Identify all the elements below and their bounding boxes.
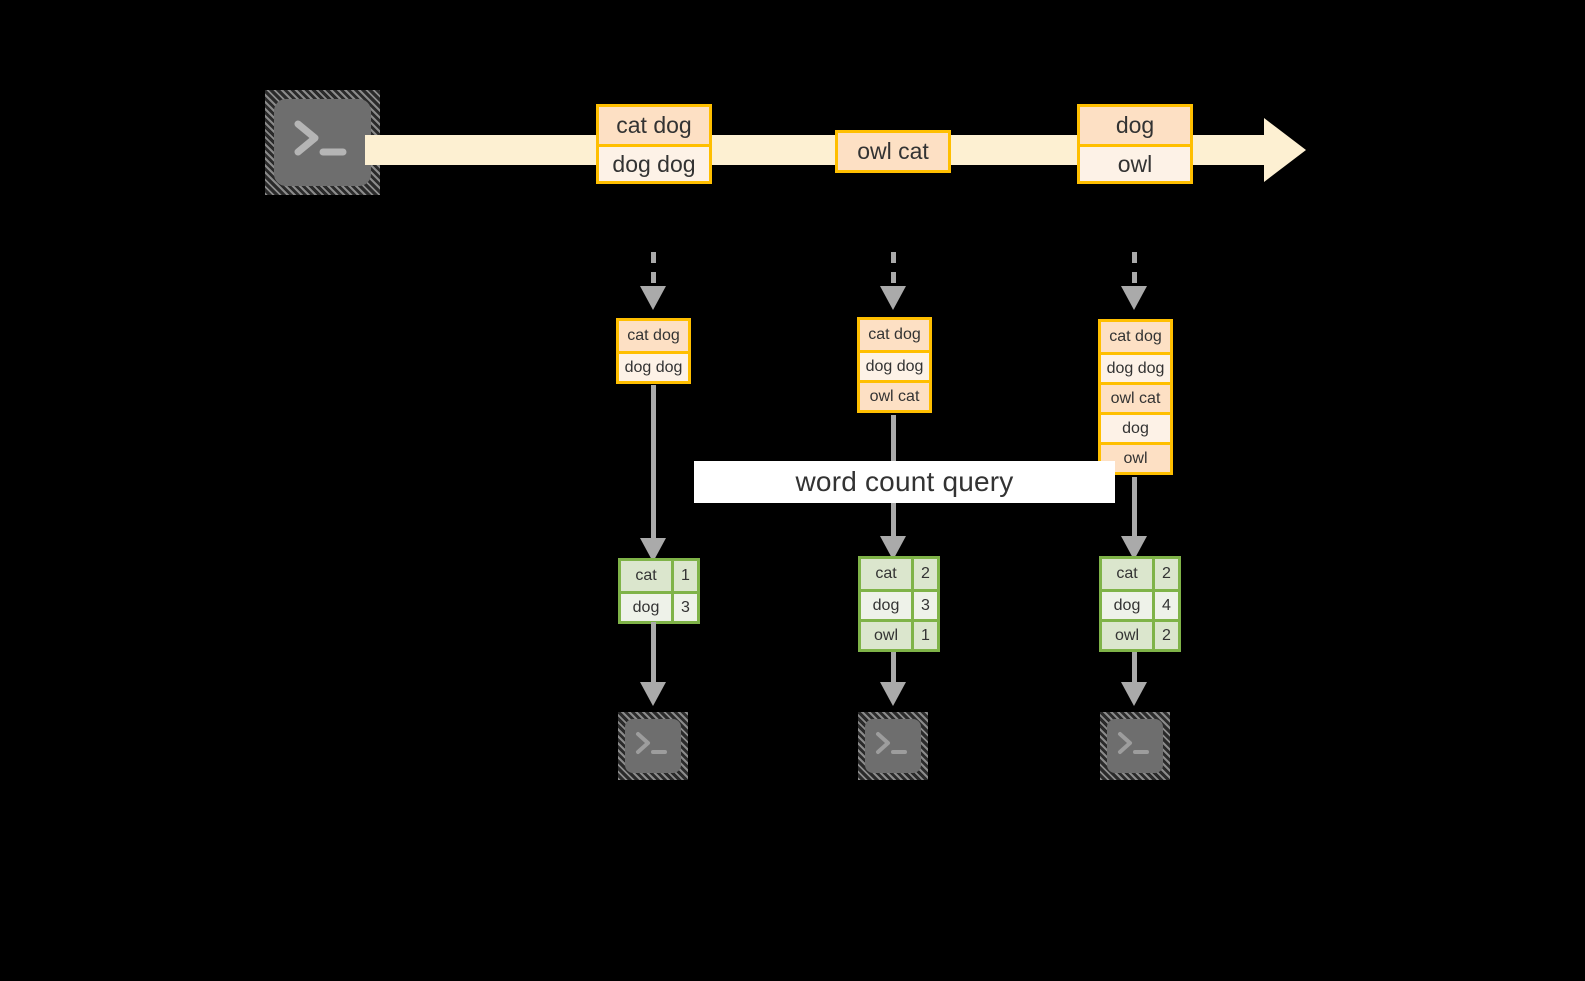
event-stream-arrow-head <box>1264 118 1306 182</box>
snapshot-2-sink-terminal-icon <box>858 712 928 780</box>
input-row: owl <box>1101 442 1170 472</box>
snapshot-1-sink-line <box>651 622 656 684</box>
result-word: owl <box>1102 622 1152 649</box>
terminal-prompt-icon <box>1118 732 1149 754</box>
snapshot-2-input-table: cat dog dog dog owl cat <box>857 317 932 413</box>
input-row: cat dog <box>1101 322 1170 352</box>
terminal-body <box>1107 719 1163 773</box>
result-word: cat <box>621 561 671 591</box>
table-row: cat 2 <box>1102 559 1178 589</box>
result-count: 2 <box>1152 622 1178 649</box>
stream-event-3: dog owl <box>1077 104 1193 184</box>
snapshot-1-input-table: cat dog dog dog <box>616 318 691 384</box>
result-word: cat <box>861 559 911 589</box>
result-count: 1 <box>671 561 697 591</box>
snapshot-2-sink-line <box>891 652 896 684</box>
event-line: cat dog <box>599 107 709 144</box>
terminal-prompt-icon <box>294 120 347 156</box>
snapshot-3-query-line <box>1132 477 1137 538</box>
snapshot-3-sink-arrowhead <box>1121 682 1147 706</box>
query-label-band: word count query <box>694 461 1115 503</box>
snapshot-1-query-line <box>651 385 656 540</box>
source-terminal-icon <box>265 90 380 195</box>
event-line: owl <box>1080 144 1190 181</box>
input-row: dog dog <box>619 351 688 381</box>
terminal-body <box>865 719 921 773</box>
result-word: cat <box>1102 559 1152 589</box>
result-word: dog <box>621 594 671 621</box>
result-count: 3 <box>911 592 937 619</box>
input-row: dog dog <box>1101 352 1170 382</box>
snapshot-1-tap-arrowhead <box>640 286 666 310</box>
result-word: dog <box>1102 592 1152 619</box>
table-row: owl 1 <box>861 619 937 649</box>
input-row: owl cat <box>1101 382 1170 412</box>
snapshot-1-sink-arrowhead <box>640 682 666 706</box>
result-word: owl <box>861 622 911 649</box>
terminal-body <box>274 99 371 186</box>
table-row: cat 1 <box>621 561 697 591</box>
snapshot-3-result-table: cat 2 dog 4 owl 2 <box>1099 556 1181 652</box>
terminal-prompt-icon <box>876 732 907 754</box>
input-row: cat dog <box>860 320 929 350</box>
table-row: cat 2 <box>861 559 937 589</box>
terminal-body <box>625 719 681 773</box>
event-line: owl cat <box>838 133 948 170</box>
result-word: dog <box>861 592 911 619</box>
table-row: dog 4 <box>1102 589 1178 619</box>
terminal-prompt-icon <box>636 732 667 754</box>
snapshot-3-tap-arrowhead <box>1121 286 1147 310</box>
event-line: dog dog <box>599 144 709 181</box>
snapshot-1-result-table: cat 1 dog 3 <box>618 558 700 624</box>
result-count: 2 <box>1152 559 1178 589</box>
snapshot-3-input-table: cat dog dog dog owl cat dog owl <box>1098 319 1173 475</box>
result-count: 3 <box>671 594 697 621</box>
input-row: dog <box>1101 412 1170 442</box>
stream-event-1: cat dog dog dog <box>596 104 712 184</box>
snapshot-3-sink-line <box>1132 652 1137 684</box>
event-line: dog <box>1080 107 1190 144</box>
snapshot-1-sink-terminal-icon <box>618 712 688 780</box>
result-count: 4 <box>1152 592 1178 619</box>
table-row: owl 2 <box>1102 619 1178 649</box>
snapshot-3-sink-terminal-icon <box>1100 712 1170 780</box>
result-count: 2 <box>911 559 937 589</box>
result-count: 1 <box>911 622 937 649</box>
input-row: owl cat <box>860 380 929 410</box>
table-row: dog 3 <box>621 591 697 621</box>
snapshot-3-tap-line <box>1132 252 1137 288</box>
table-row: dog 3 <box>861 589 937 619</box>
snapshot-2-tap-line <box>891 252 896 288</box>
stream-event-2: owl cat <box>835 130 951 173</box>
snapshot-2-sink-arrowhead <box>880 682 906 706</box>
snapshot-2-tap-arrowhead <box>880 286 906 310</box>
snapshot-1-tap-line <box>651 252 656 288</box>
input-row: dog dog <box>860 350 929 380</box>
query-label-text: word count query <box>795 466 1014 497</box>
snapshot-2-result-table: cat 2 dog 3 owl 1 <box>858 556 940 652</box>
input-row: cat dog <box>619 321 688 351</box>
